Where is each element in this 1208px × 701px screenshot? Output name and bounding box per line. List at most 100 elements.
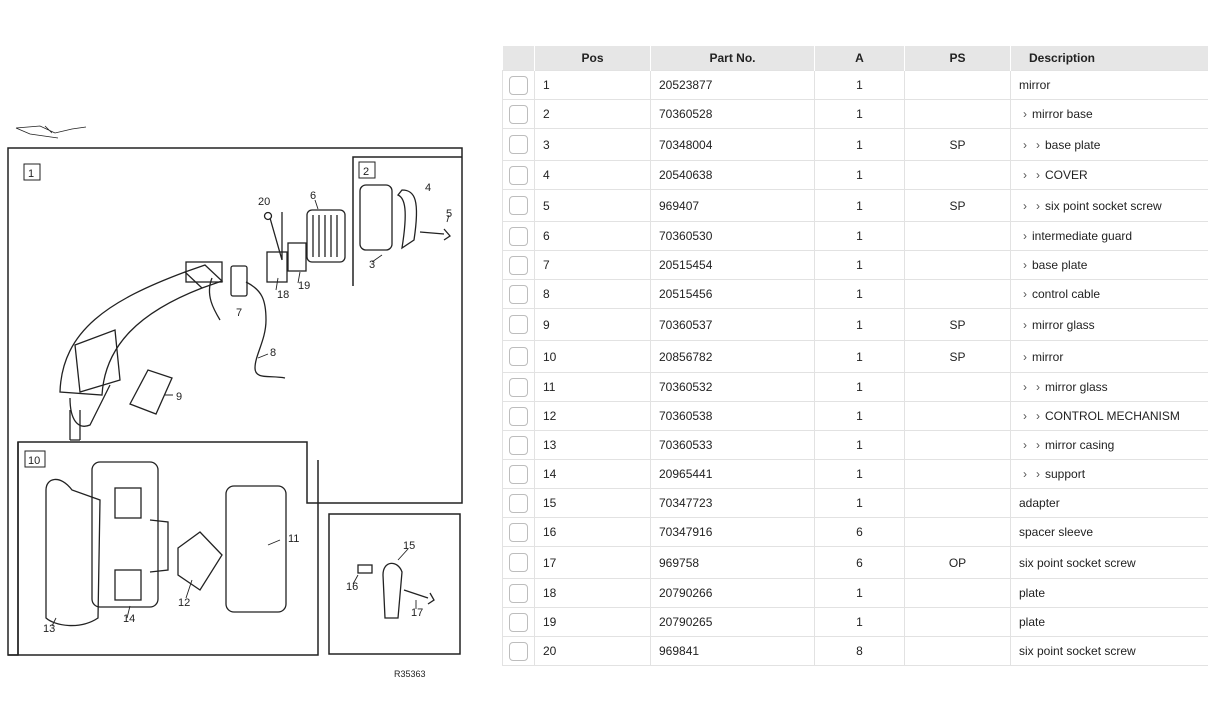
row-checkbox[interactable] [509, 196, 528, 215]
row-checkbox[interactable] [509, 165, 528, 185]
row-checkbox[interactable] [509, 347, 528, 366]
row-checkbox[interactable] [509, 464, 528, 484]
chevron-right-icon: › [1023, 438, 1027, 452]
description-text: spacer sleeve [1019, 525, 1094, 539]
description-text: plate [1019, 615, 1046, 629]
callout: 12 [178, 597, 190, 609]
row-checkbox[interactable] [509, 406, 528, 426]
row-checkbox[interactable] [509, 226, 528, 246]
description-cell: ›control cable [1010, 279, 1208, 309]
part-number-cell: 969841 [650, 636, 815, 666]
chevron-right-icon: › [1023, 409, 1027, 423]
quantity-cell: 6 [814, 517, 905, 547]
row-checkbox[interactable] [509, 553, 528, 572]
description-text: mirror glass [1045, 380, 1108, 394]
part-number-cell: 969407 [650, 189, 815, 222]
row-checkbox[interactable] [509, 522, 528, 542]
row-select-cell [502, 189, 535, 222]
callout: 17 [411, 607, 423, 619]
row-select-cell [502, 99, 535, 129]
row-checkbox[interactable] [509, 75, 528, 95]
quantity-cell: 1 [814, 308, 905, 341]
ps-cell: SP [904, 189, 1011, 222]
part-number-cell: 70360530 [650, 221, 815, 251]
callout: 11 [288, 533, 299, 545]
column-header-part-no[interactable]: Part No. [650, 46, 815, 71]
pos-cell: 11 [534, 372, 651, 402]
part-number-cell: 70360533 [650, 430, 815, 460]
row-checkbox[interactable] [509, 641, 528, 661]
row-select-cell [502, 160, 535, 190]
description-text: six point socket screw [1019, 644, 1136, 658]
frame-label: 2 [363, 166, 369, 178]
row-checkbox[interactable] [509, 583, 528, 603]
quantity-cell: 1 [814, 607, 905, 637]
column-header-a[interactable]: A [814, 46, 905, 71]
pos-cell: 6 [534, 221, 651, 251]
row-checkbox[interactable] [509, 315, 528, 334]
callout: 7 [236, 307, 242, 319]
row-select-cell [502, 488, 535, 518]
row-select-cell [502, 401, 535, 431]
row-checkbox[interactable] [509, 612, 528, 632]
frame-label: 10 [28, 455, 40, 467]
table-header-row: Pos Part No. A PS Description [502, 46, 1208, 71]
callout: 20 [258, 196, 270, 208]
pos-cell: 14 [534, 459, 651, 489]
column-header-ps[interactable]: PS [904, 46, 1011, 71]
ps-cell [904, 517, 1011, 547]
callout: 4 [425, 182, 431, 194]
row-checkbox[interactable] [509, 104, 528, 124]
row-select-cell [502, 221, 535, 251]
description-cell: six point socket screw [1010, 546, 1208, 579]
pos-cell: 10 [534, 340, 651, 373]
chevron-right-icon: › [1036, 409, 1040, 423]
pos-cell: 15 [534, 488, 651, 518]
column-header-pos[interactable]: Pos [534, 46, 651, 71]
quantity-cell: 1 [814, 401, 905, 431]
row-select-cell [502, 372, 535, 402]
row-select-cell [502, 128, 535, 161]
chevron-right-icon: › [1036, 467, 1040, 481]
part-number-cell: 20790265 [650, 607, 815, 637]
ps-cell [904, 459, 1011, 489]
quantity-cell: 1 [814, 128, 905, 161]
chevron-right-icon: › [1023, 107, 1027, 121]
row-checkbox[interactable] [509, 284, 528, 304]
part-number-cell: 20790266 [650, 578, 815, 608]
row-checkbox[interactable] [509, 493, 528, 513]
column-header-description[interactable]: Description [1010, 46, 1208, 71]
part-number-cell: 70348004 [650, 128, 815, 161]
chevron-right-icon: › [1036, 168, 1040, 182]
row-checkbox[interactable] [509, 377, 528, 397]
description-cell: ››mirror casing [1010, 430, 1208, 460]
description-cell: six point socket screw [1010, 636, 1208, 666]
part-number-cell: 70347723 [650, 488, 815, 518]
row-checkbox[interactable] [509, 255, 528, 275]
chevron-right-icon: › [1036, 380, 1040, 394]
column-header-select [502, 46, 535, 71]
part-number-cell: 20965441 [650, 459, 815, 489]
row-checkbox[interactable] [509, 135, 528, 154]
row-checkbox[interactable] [509, 435, 528, 455]
